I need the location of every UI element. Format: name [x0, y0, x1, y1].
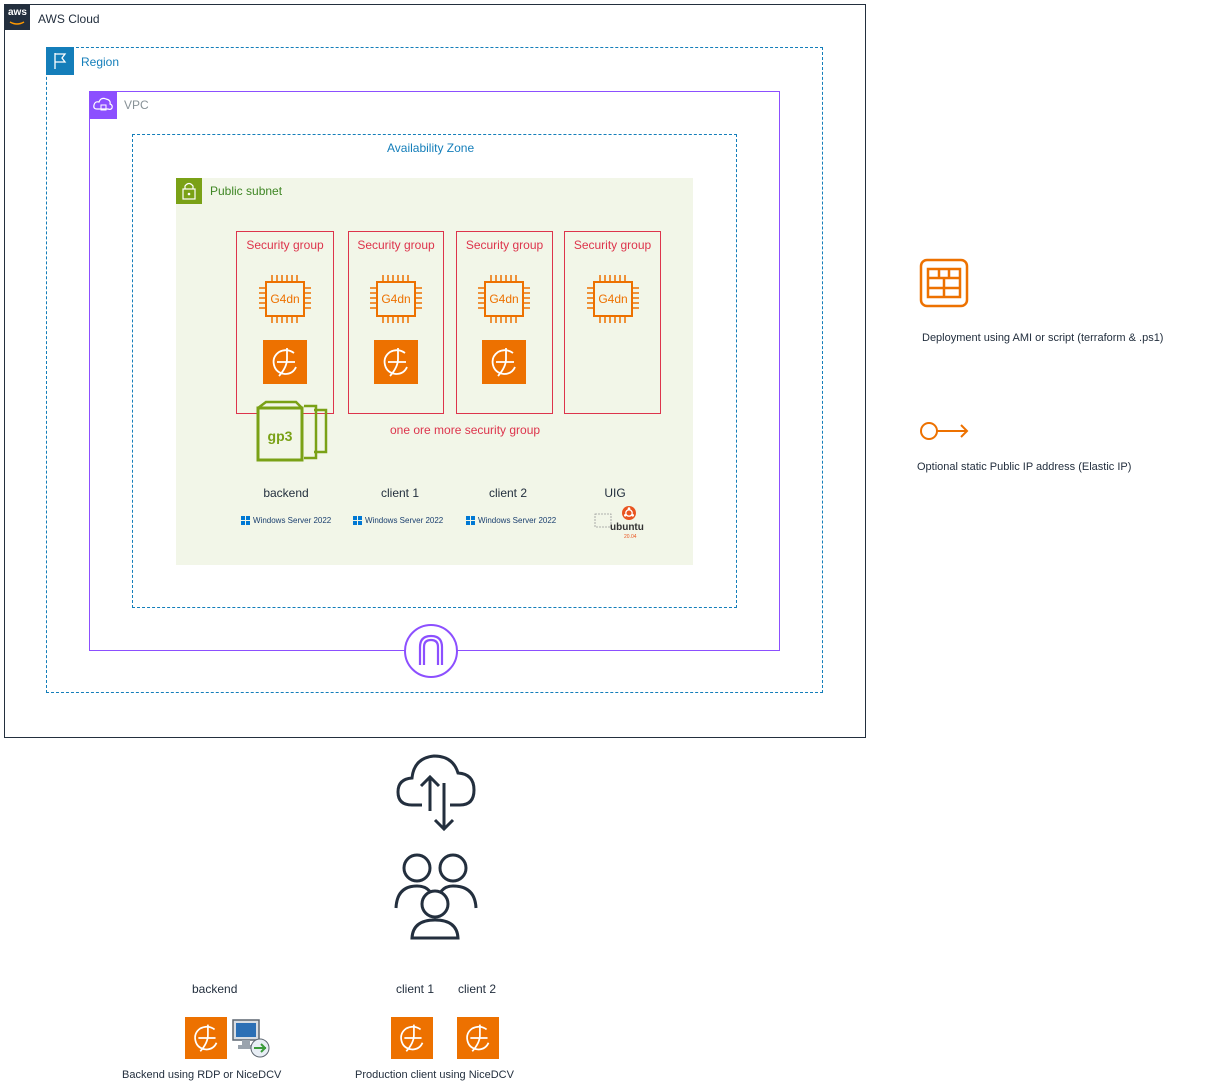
instance-type-label: G4dn	[381, 292, 410, 306]
nice-dcv-icon	[391, 1017, 433, 1059]
instance-type-label: G4dn	[598, 292, 627, 306]
ebs-volume-icon: gp3	[252, 400, 332, 464]
volume-type-label: gp3	[268, 428, 293, 444]
ec2-instance-chip-icon: G4dn	[258, 272, 312, 326]
region-group	[46, 47, 823, 693]
aws-logo-icon: aws	[4, 4, 30, 30]
ubuntu-logo-icon	[594, 506, 636, 528]
vpc-label: VPC	[124, 98, 149, 112]
windows-os-badge: Windows Server 2022	[241, 516, 331, 525]
vpc-cloud-icon	[89, 91, 117, 119]
aws-cloud-group	[4, 4, 866, 738]
nice-dcv-icon	[457, 1017, 499, 1059]
security-group-label: Security group	[573, 238, 652, 252]
windows-logo-icon	[466, 516, 475, 525]
security-group-note: one ore more security group	[390, 423, 541, 437]
security-group-box	[564, 231, 661, 414]
users-icon	[392, 850, 480, 940]
bottom-client-1-label: client 1	[396, 982, 435, 996]
instance-type-label: G4dn	[270, 292, 299, 306]
instance-type-label: G4dn	[489, 292, 518, 306]
security-group-box	[456, 231, 553, 414]
region-flag-icon	[46, 47, 74, 75]
elastic-ip-legend-label: Optional static Public IP address (Elast…	[917, 461, 1132, 473]
host-label-uig: UIG	[604, 486, 626, 500]
ec2-instance-chip-icon: G4dn	[586, 272, 640, 326]
deployment-template-icon	[919, 258, 969, 308]
internet-cloud-icon	[392, 745, 480, 833]
nice-dcv-icon	[374, 340, 418, 384]
lock-icon	[176, 178, 202, 204]
region-label: Region	[81, 55, 120, 69]
bottom-client-2-label: client 2	[458, 982, 497, 996]
windows-logo-icon	[241, 516, 250, 525]
remote-desktop-icon	[230, 1017, 272, 1059]
availability-zone-group	[132, 134, 737, 608]
host-label-backend: backend	[263, 486, 309, 500]
security-group-label: Security group	[465, 238, 544, 252]
client-access-caption: Production client using NiceDCV	[355, 1069, 514, 1081]
security-group-label: Security group	[246, 238, 324, 252]
elastic-ip-icon	[919, 420, 971, 442]
backend-access-caption: Backend using RDP or NiceDCV	[122, 1069, 282, 1081]
windows-logo-icon	[353, 516, 362, 525]
security-group-label: Security group	[357, 238, 435, 252]
windows-os-badge: Windows Server 2022	[353, 516, 443, 525]
ec2-instance-chip-icon: G4dn	[369, 272, 423, 326]
availability-zone-label: Availability Zone	[387, 141, 475, 155]
bottom-backend-label: backend	[192, 982, 238, 996]
host-label-client-1: client 1	[380, 486, 420, 500]
ubuntu-os-badge: ubuntu 20.04	[594, 504, 656, 542]
deployment-legend-label: Deployment using AMI or script (terrafor…	[922, 332, 1164, 344]
aws-cloud-label: AWS Cloud	[38, 12, 100, 26]
windows-os-badge: Windows Server 2022	[466, 516, 556, 525]
public-subnet-group	[176, 178, 693, 565]
nice-dcv-icon	[263, 340, 307, 384]
nice-dcv-icon	[185, 1017, 227, 1059]
internet-gateway-icon	[403, 623, 459, 679]
host-label-client-2: client 2	[488, 486, 528, 500]
nice-dcv-icon	[482, 340, 526, 384]
ec2-instance-chip-icon: G4dn	[477, 272, 531, 326]
security-group-box	[348, 231, 444, 414]
public-subnet-label: Public subnet	[210, 184, 283, 198]
